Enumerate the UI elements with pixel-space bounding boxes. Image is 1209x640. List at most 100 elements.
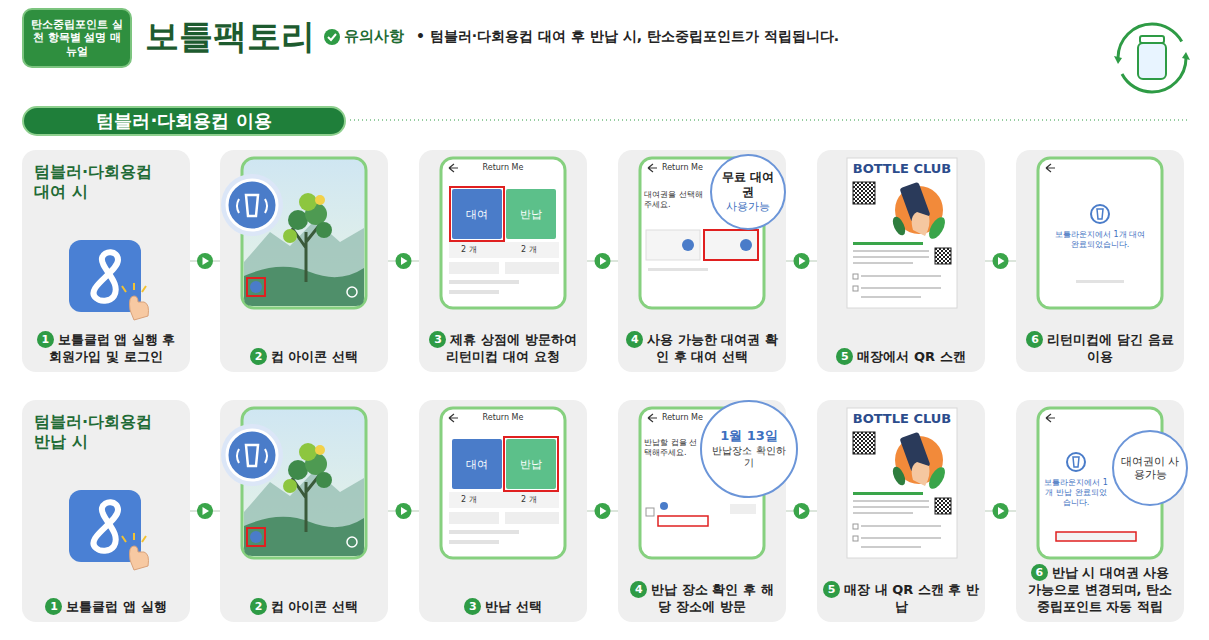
step-connector (985, 253, 1016, 269)
step-caption: 제휴 상점에 방문하여 리턴미컵 대여 요청 (446, 332, 576, 364)
step-caption: 반납 장소 확인 후 해당 장소에 방문 (651, 582, 773, 614)
arrow-dot (993, 253, 1009, 269)
screen-text: Return Me (662, 163, 703, 173)
step-caption-group: 2 컵 아이콘 선택 (226, 598, 382, 616)
step-caption: 컵 아이콘 선택 (271, 349, 358, 364)
action-button: 반납 (506, 189, 556, 239)
step-card: 2컵 아이콘 선택 (220, 150, 388, 372)
callout-number: 5 (836, 348, 853, 365)
node-text: 반납 (520, 457, 542, 472)
poster-title: BOTTLE CLUB (847, 411, 957, 427)
step-caption: 보틀클럽 앱 실행 후 회원가입 및 로그인 (49, 332, 175, 364)
callout-number: 2 (250, 598, 267, 615)
step-connector (190, 503, 220, 519)
callout-number: 5 (823, 581, 840, 598)
step-caption-group: 1보틀클럽 앱 실행 후 회원가입 및 로그인 (28, 331, 184, 366)
callout-number: 1 (37, 331, 54, 348)
step-card: 6반납 시 대여권 사용 가능으로 변경되며, 탄소중립포인트 자동 적립 대여권… (1016, 400, 1184, 622)
title-badge: 탄소중립포인트 실천 항목별 설명 매뉴얼 (22, 8, 132, 68)
arrow-dot (197, 503, 213, 519)
arrow-head (401, 257, 408, 265)
arrow-dot (993, 503, 1009, 519)
arrow-head (203, 257, 210, 265)
note-heading: 유의사항 (344, 27, 404, 46)
arrow-head (799, 257, 806, 265)
node-text: 반납 (520, 207, 542, 222)
node-text: 대여 (466, 457, 488, 472)
step-connector (388, 253, 419, 269)
arrow-dot (197, 253, 213, 269)
callout-number: 6 (1026, 331, 1043, 348)
step-caption: 컵 아이콘 선택 (271, 599, 358, 614)
arrow-dot (396, 503, 412, 519)
step-caption: 사용 가능한 대여권 확인 후 대여 선택 (647, 332, 778, 364)
step-caption-group: 3제휴 상점에 방문하여 리턴미컵 대여 요청 (425, 331, 581, 366)
step-caption-group: 3 반납 선택 (425, 598, 581, 616)
arrow-dot (396, 253, 412, 269)
node-text: 대여 (466, 207, 488, 222)
page-title: 보틀팩토리 (145, 14, 315, 60)
screen-text: 보틀라운지에서 1개 대여 완료되었습니다. (1050, 230, 1150, 250)
arrow-head (600, 257, 607, 265)
screen-text: Return Me (662, 413, 703, 423)
arrow-head (401, 507, 408, 515)
callout-number: 3 (464, 598, 481, 615)
node-text: 탄소중립포인트 실천 항목별 설명 매뉴얼 (30, 18, 124, 59)
screen-text: 2 개 (521, 495, 537, 505)
callout-number: 4 (630, 581, 647, 598)
step-card: 3 반납 선택 대여 반납 (419, 400, 587, 622)
arrow-head (998, 507, 1005, 515)
callout-number: 4 (626, 331, 643, 348)
zoom-callout: 1월 13일반납장소 확인하기 (700, 400, 798, 498)
arrow-head (998, 257, 1005, 265)
arrow-dot (595, 253, 611, 269)
step-caption: 매장에서 QR 스캔 (857, 349, 965, 364)
callout-number: 1 (45, 598, 62, 615)
step-connector (388, 503, 419, 519)
step-caption: 반납 선택 (485, 599, 542, 614)
step-connector (587, 503, 618, 519)
screen-text: Return Me (441, 163, 565, 173)
arrow-head (799, 507, 806, 515)
arrow-head (203, 507, 210, 515)
step-connector (985, 503, 1016, 519)
step-caption: 리턴미컵에 담긴 음료 이용 (1047, 332, 1173, 364)
step-caption-group: 6반납 시 대여권 사용 가능으로 변경되며, 탄소중립포인트 자동 적립 (1022, 564, 1178, 616)
step-card: 6리턴미컵에 담긴 음료 이용 (1016, 150, 1184, 372)
node-text: 1월 13일 (720, 428, 778, 444)
step-card: 5매장 내 QR 스캔 후 반납 (817, 400, 985, 622)
section-tab: 텀블러·다회용컵 이용 (22, 106, 346, 136)
node-text: 반납장소 확인하기 (708, 445, 790, 470)
screen-text: 반납할 컵을 선택해주세요. (644, 438, 700, 458)
step-card: 4사용 가능한 대여권 확인 후 대여 선택 무료 대여권사용가능 (618, 150, 786, 372)
step-heading: 텀블러·다회용컵 대여 시 (34, 162, 166, 202)
step-caption-group: 5 매장에서 QR 스캔 (823, 348, 979, 366)
step-caption-group: 2컵 아이콘 선택 (226, 348, 382, 366)
step-card: 3제휴 상점에 방문하여 리턴미컵 대여 요청 대여 반납 (419, 150, 587, 372)
action-button: 대여 (452, 189, 502, 239)
screen-text: Return Me (441, 413, 565, 423)
arrow-dot (595, 503, 611, 519)
zoom-callout: 무료 대여권사용가능 (710, 154, 786, 230)
step-card: 5 매장에서 QR 스캔 (817, 150, 985, 372)
step-connector (786, 253, 817, 269)
step-heading: 텀블러·다회용컵 반납 시 (34, 412, 166, 452)
step-caption: 매장 내 QR 스캔 후 반납 (844, 582, 979, 614)
step-caption-group: 4반납 장소 확인 후 해당 장소에 방문 (624, 581, 780, 616)
action-button: 반납 (506, 439, 556, 489)
step-caption-group: 4사용 가능한 대여권 확인 후 대여 선택 (624, 331, 780, 366)
node-text: 사용가능 (726, 200, 770, 214)
step-card: 2 컵 아이콘 선택 (220, 400, 388, 622)
step-caption-group: 1보틀클럽 앱 실행 (28, 598, 184, 616)
node-text: 대여권이 사용가능 (1120, 455, 1180, 481)
node-text: 텀블러·다회용컵 이용 (96, 109, 271, 133)
note-text: • 텀블러·다회용컵 대여 후 반납 시, 탄소중립포인트가 적립됩니다. (416, 28, 839, 46)
screen-text: 2 개 (461, 495, 477, 505)
arrow-dot (794, 503, 810, 519)
step-card: 텀블러·다회용컵 반납 시 1보틀클럽 앱 실행 (22, 400, 190, 622)
step-connector (786, 503, 817, 519)
step-caption: 반납 시 대여권 사용 가능으로 변경되며, 탄소중립포인트 자동 적립 (1028, 565, 1172, 614)
